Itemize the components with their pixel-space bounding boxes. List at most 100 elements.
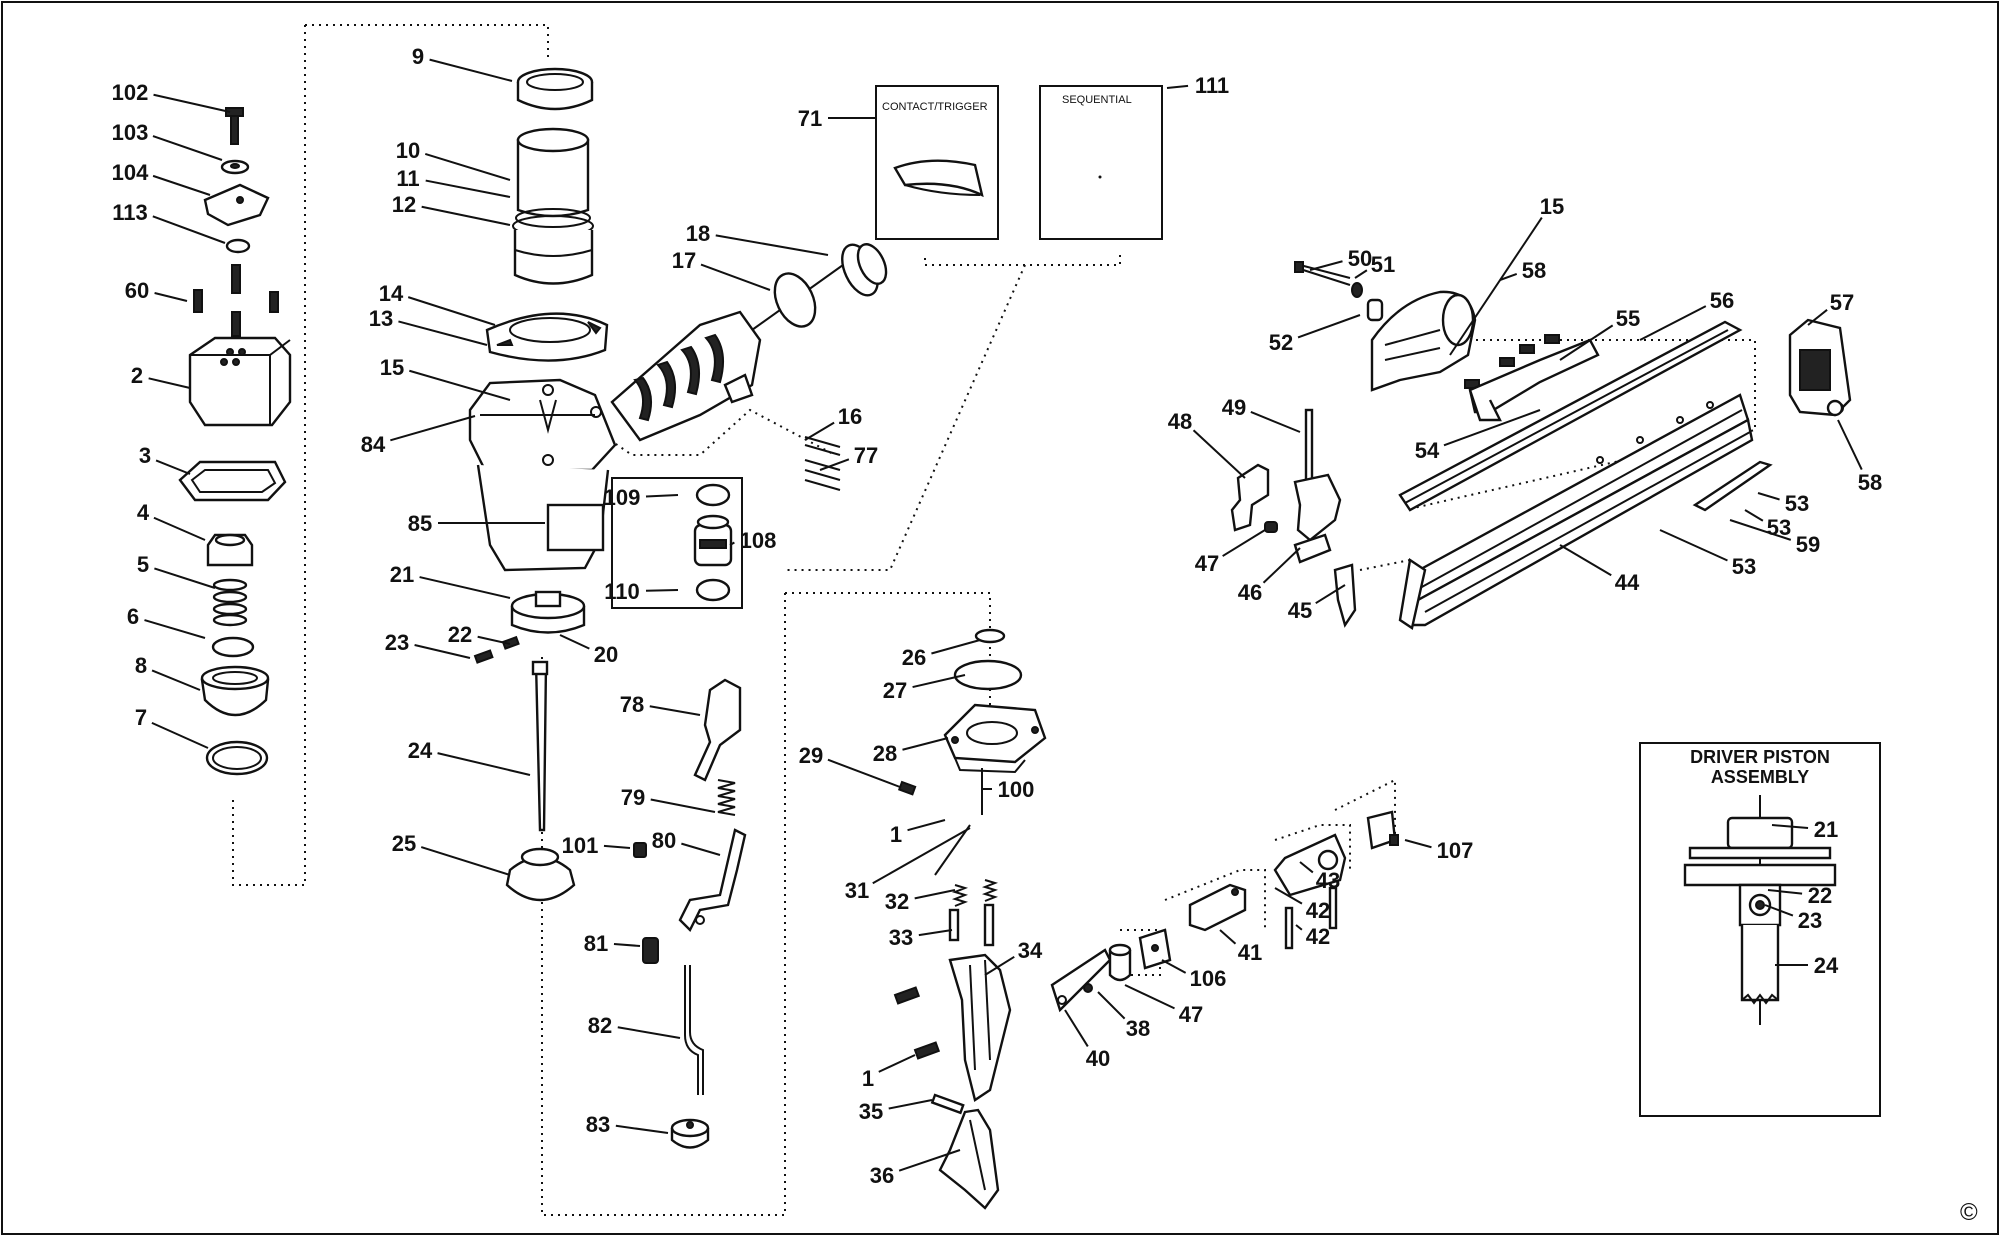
leader-line-45 <box>1315 584 1346 605</box>
leader-line-111 <box>1166 84 1189 89</box>
leader-line-38 <box>1097 991 1126 1020</box>
leader-line-2 <box>148 377 191 389</box>
dotted-assembly-lines <box>232 24 1756 1216</box>
leader-line-109 <box>645 494 679 498</box>
part-label-34: 34 <box>1018 938 1043 963</box>
part-101-pin <box>633 842 647 858</box>
part-2-cylinder-cap <box>188 336 292 427</box>
part-label-101: 101 <box>562 833 599 858</box>
part-label-17: 17 <box>672 248 696 273</box>
part-label-81: 81 <box>584 931 608 956</box>
part-label-111: 111 <box>1195 73 1229 98</box>
part-label-22: 22 <box>1808 883 1832 908</box>
part-label-78: 78 <box>620 692 644 717</box>
part-44-magazine <box>1398 393 1754 630</box>
leader-line-7 <box>151 721 209 749</box>
part-label-53: 53 <box>1785 491 1809 516</box>
leader-line-41 <box>1219 929 1237 945</box>
leader-line-110 <box>645 589 679 592</box>
part-8-seal-housing <box>200 665 270 717</box>
part-label-29: 29 <box>799 743 823 768</box>
leader-line-103 <box>152 135 223 161</box>
part-42-pins <box>1284 886 1338 950</box>
part-80-lever <box>678 828 747 933</box>
part-9-bumper <box>516 67 594 111</box>
leader-line-35 <box>888 1099 933 1110</box>
part-label-8: 8 <box>135 653 147 678</box>
leader-line-48 <box>1192 429 1246 479</box>
part-label-15: 15 <box>380 355 404 380</box>
part-label-113: 113 <box>112 200 148 225</box>
leader-line-60 <box>154 292 188 302</box>
part-6-o-ring <box>211 636 255 658</box>
part-label-52: 52 <box>1269 330 1293 355</box>
part-label-35: 35 <box>859 1099 883 1124</box>
part-label-51: 51 <box>1371 252 1395 277</box>
part-81-spring <box>642 937 659 964</box>
part-label-26: 26 <box>902 645 926 670</box>
leader-line-46 <box>1262 547 1301 584</box>
leader-line-21 <box>419 576 511 599</box>
leader-line-80 <box>681 842 721 856</box>
part-label-42: 42 <box>1306 898 1330 923</box>
part-label-38: 38 <box>1126 1016 1150 1041</box>
leader-line-113 <box>152 215 226 244</box>
part-label-5: 5 <box>137 552 149 577</box>
leader-line-42 <box>1274 887 1303 905</box>
part-34-contact-arm <box>948 953 1012 1102</box>
part-10-cylinder <box>516 127 590 218</box>
part-label-25: 25 <box>392 831 416 856</box>
leader-line-28 <box>902 737 949 751</box>
leader-line-107 <box>1404 839 1432 849</box>
part-103-washer <box>220 159 250 175</box>
leader-line-104 <box>152 174 211 196</box>
part-label-24: 24 <box>408 738 433 763</box>
contact-trigger-title: CONTACT/TRIGGER <box>882 101 988 113</box>
leader-line-58 <box>1499 273 1518 281</box>
leader-line-23 <box>1764 904 1794 917</box>
leader-line-44 <box>1559 544 1612 577</box>
part-label-21: 21 <box>1814 817 1838 842</box>
part-33-pins <box>948 903 995 947</box>
leader-line-17 <box>700 263 771 291</box>
part-22-23-pins <box>473 635 520 664</box>
part-label-6: 6 <box>127 604 139 629</box>
part-label-85: 85 <box>408 511 432 536</box>
leader-line-102 <box>153 93 231 113</box>
part-55-54-bracket <box>1468 338 1600 422</box>
leader-line-58 <box>1837 419 1863 470</box>
part-58-screws <box>1464 334 1560 389</box>
leader-line-47 <box>1222 529 1266 557</box>
leader-line-14 <box>407 296 496 326</box>
leader-line-6 <box>144 619 206 639</box>
copyright-symbol: © <box>1960 1199 1978 1226</box>
part-18-end-cap <box>841 243 888 297</box>
part-label-49: 49 <box>1222 395 1246 420</box>
sequential-title: SEQUENTIAL <box>1062 94 1132 106</box>
leader-line-22 <box>1767 889 1803 895</box>
part-label-3: 3 <box>139 443 151 468</box>
leader-line-22 <box>477 635 511 645</box>
part-label-11: 11 <box>396 166 419 191</box>
part-label-7: 7 <box>135 705 147 730</box>
leader-line-11 <box>425 179 511 198</box>
part-26-washer <box>974 628 1006 644</box>
part-label-41: 41 <box>1238 940 1262 965</box>
part-label-55: 55 <box>1616 306 1640 331</box>
leader-line-108 <box>729 541 735 546</box>
part-16-77-pins <box>804 436 841 491</box>
part-label-47: 47 <box>1195 551 1219 576</box>
leader-line-1 <box>907 819 946 832</box>
leader-line-31 <box>872 827 971 885</box>
valve-subassembly-box <box>611 477 743 609</box>
leader-line-53 <box>1757 492 1780 501</box>
part-41-plate <box>1188 883 1247 932</box>
part-label-71: 71 <box>798 106 822 131</box>
leader-line-49 <box>1250 411 1301 433</box>
leader-line-5 <box>154 567 216 589</box>
leader-line-53 <box>1744 509 1764 522</box>
leader-line-82 <box>617 1026 681 1039</box>
part-label-20: 20 <box>594 642 618 667</box>
contact-trigger-box: CONTACT/TRIGGER <box>875 85 999 240</box>
